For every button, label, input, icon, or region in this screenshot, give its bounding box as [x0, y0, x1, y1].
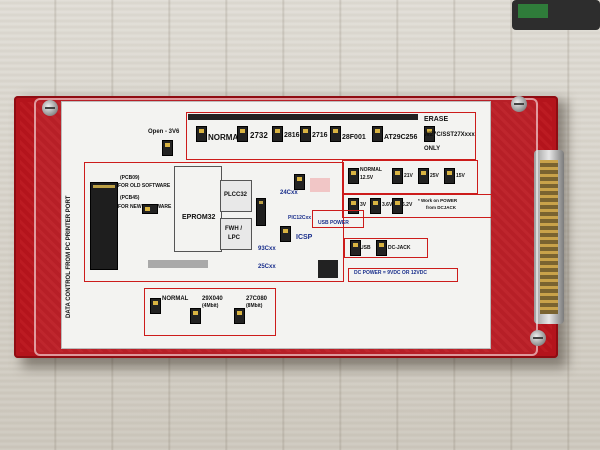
93cxx-label: 93Cxx — [258, 246, 276, 252]
connector-pins — [540, 160, 558, 314]
jumper-27c080 — [234, 308, 245, 324]
screw-top-right — [511, 96, 527, 112]
software-jumper — [142, 204, 158, 214]
low-voltage-box — [342, 194, 492, 218]
corner-device — [512, 0, 600, 30]
eprom-label: EPROM32 — [182, 214, 216, 221]
24cxx-highlight — [310, 178, 330, 192]
jumper-2716 — [300, 126, 311, 142]
jumper-v-36 — [370, 198, 381, 214]
label-v-15: 15V — [456, 173, 465, 179]
jumper-2732 — [237, 126, 248, 142]
screw-top-left — [42, 100, 58, 116]
usb-label: USB — [360, 245, 371, 251]
old-sw-text: FOR OLD SOFTWARE — [118, 183, 171, 189]
jumper-usb — [350, 240, 361, 256]
eprom-socket — [174, 166, 222, 252]
dc-jack — [318, 260, 338, 278]
jumper-28f001 — [330, 126, 341, 142]
dip-switch-row — [148, 260, 208, 268]
function-label-sticker: Open - 3V6 NORMAL 2732 2816 2716 28F001 … — [62, 102, 492, 348]
power-note-2: from DCJACK — [426, 205, 457, 210]
27c080-label: 27C080 — [246, 296, 268, 302]
fwh-socket — [220, 218, 252, 250]
dc-power-box — [348, 268, 458, 282]
jumper-bottom-normal — [150, 298, 161, 314]
jumper-v-21 — [392, 168, 403, 184]
bottom-jumper-box — [144, 288, 276, 336]
label-2816: 2816 — [284, 132, 300, 139]
jumper-dcjack — [376, 240, 387, 256]
top-jumper-box — [186, 112, 476, 160]
jumper-v-normal — [348, 168, 359, 184]
fwh-label: FWH / — [225, 226, 242, 232]
label-v-62: 6.2V — [402, 202, 413, 208]
label-erase: ERASE — [424, 116, 449, 123]
jumper-v-3 — [348, 198, 359, 214]
parallel-port-connector — [534, 150, 564, 324]
label-2732: 2732 — [250, 131, 268, 140]
left-section-box — [84, 162, 344, 282]
24cxx-jumper — [294, 174, 305, 190]
plcc-label: PLCC32 — [224, 192, 248, 198]
usb-power-box — [312, 210, 364, 228]
jumper-2816 — [272, 126, 283, 142]
label-v-normal: NORMAL — [360, 167, 382, 173]
label-normal: NORMAL — [208, 133, 244, 142]
usb-power-label: USB POWER — [318, 220, 349, 226]
dc-power-label: DC POWER = 9VDC OR 12VDC — [354, 270, 427, 276]
label-v-125: 12.5V — [360, 175, 374, 181]
screw-bottom-right — [530, 330, 546, 346]
29x040-size: (4Mbit) — [202, 303, 219, 309]
pic-label: PIC12Cxx — [288, 215, 312, 221]
icsp-label: ICSP — [296, 234, 313, 241]
jumper-v-25 — [418, 168, 429, 184]
top-jumper-bar — [188, 114, 418, 120]
jumper-29x040 — [190, 308, 201, 324]
power-select-box — [344, 238, 428, 258]
24cxx-label: 24Cxx — [280, 190, 298, 196]
lpc-label: LPC — [228, 235, 240, 241]
power-note-1: * Work on POWER — [418, 198, 458, 203]
open-label: Open - 3V6 — [148, 129, 180, 135]
controller-chip — [90, 182, 118, 270]
icsp-jumper — [280, 226, 291, 242]
label-v-25: 25V — [430, 173, 439, 179]
dcjack-label: DC-JACK — [388, 245, 411, 251]
side-label: DATA CONTROL FROM PC PRINTER PORT — [66, 195, 72, 318]
plcc-socket — [220, 180, 252, 212]
jumper-normal — [196, 126, 207, 142]
jumper-at29c256 — [372, 126, 383, 142]
25cxx-label: 25Cxx — [258, 264, 276, 270]
27c080-size: (8Mbit) — [246, 303, 263, 309]
label-v-36: 3.6V — [382, 202, 393, 208]
jumper-erase — [424, 126, 435, 142]
29x040-label: 29X040 — [202, 296, 223, 302]
voltage-select-box — [342, 160, 478, 194]
open-jumper — [162, 140, 173, 156]
serial-socket-1 — [256, 198, 266, 226]
new-sw-code: (PCB45) — [120, 195, 140, 201]
jumper-v-62 — [392, 198, 403, 214]
label-2716: 2716 — [312, 132, 328, 139]
label-at29c256: AT29C256 — [384, 134, 418, 141]
jumper-v-15 — [444, 168, 455, 184]
label-w27c: W27C/SST27Xxxx — [424, 132, 475, 138]
old-sw-code: (PCB09) — [120, 175, 140, 181]
label-28f001: 28F001 — [342, 134, 366, 141]
label-v-3: 3V — [360, 202, 367, 208]
bottom-normal-label: NORMAL — [162, 296, 189, 302]
label-v-21: 21V — [404, 173, 413, 179]
label-only: ONLY — [424, 146, 441, 152]
